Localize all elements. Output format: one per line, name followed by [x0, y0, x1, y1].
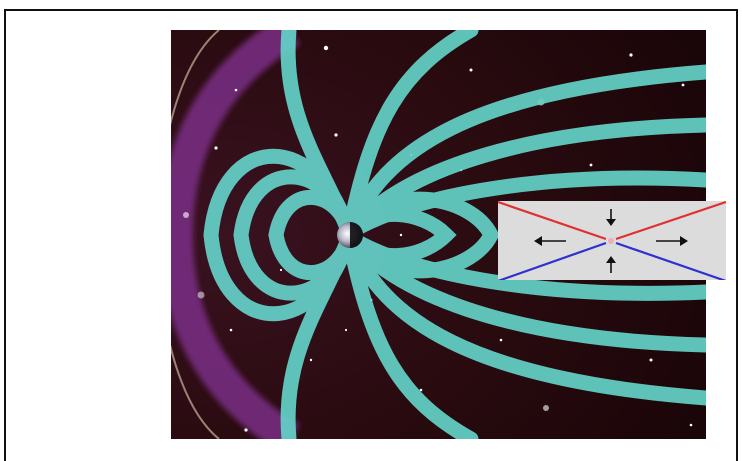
arrow-down-icon — [606, 209, 616, 226]
arrow-left-icon — [534, 236, 566, 246]
arrow-right-icon — [656, 236, 688, 246]
lower-field-line-left — [498, 241, 607, 280]
bow-shock-edge — [171, 30, 220, 439]
arrow-up-icon — [606, 256, 616, 273]
upper-field-line-right — [615, 201, 726, 241]
x-point — [608, 238, 614, 244]
field-lines — [203, 30, 706, 439]
lower-field-line-right — [615, 241, 726, 280]
bow-shock — [171, 30, 300, 439]
reconnection-inset — [498, 201, 726, 280]
reconnection-inset-svg — [498, 201, 726, 280]
earth — [337, 222, 363, 248]
upper-field-line-left — [498, 201, 607, 241]
